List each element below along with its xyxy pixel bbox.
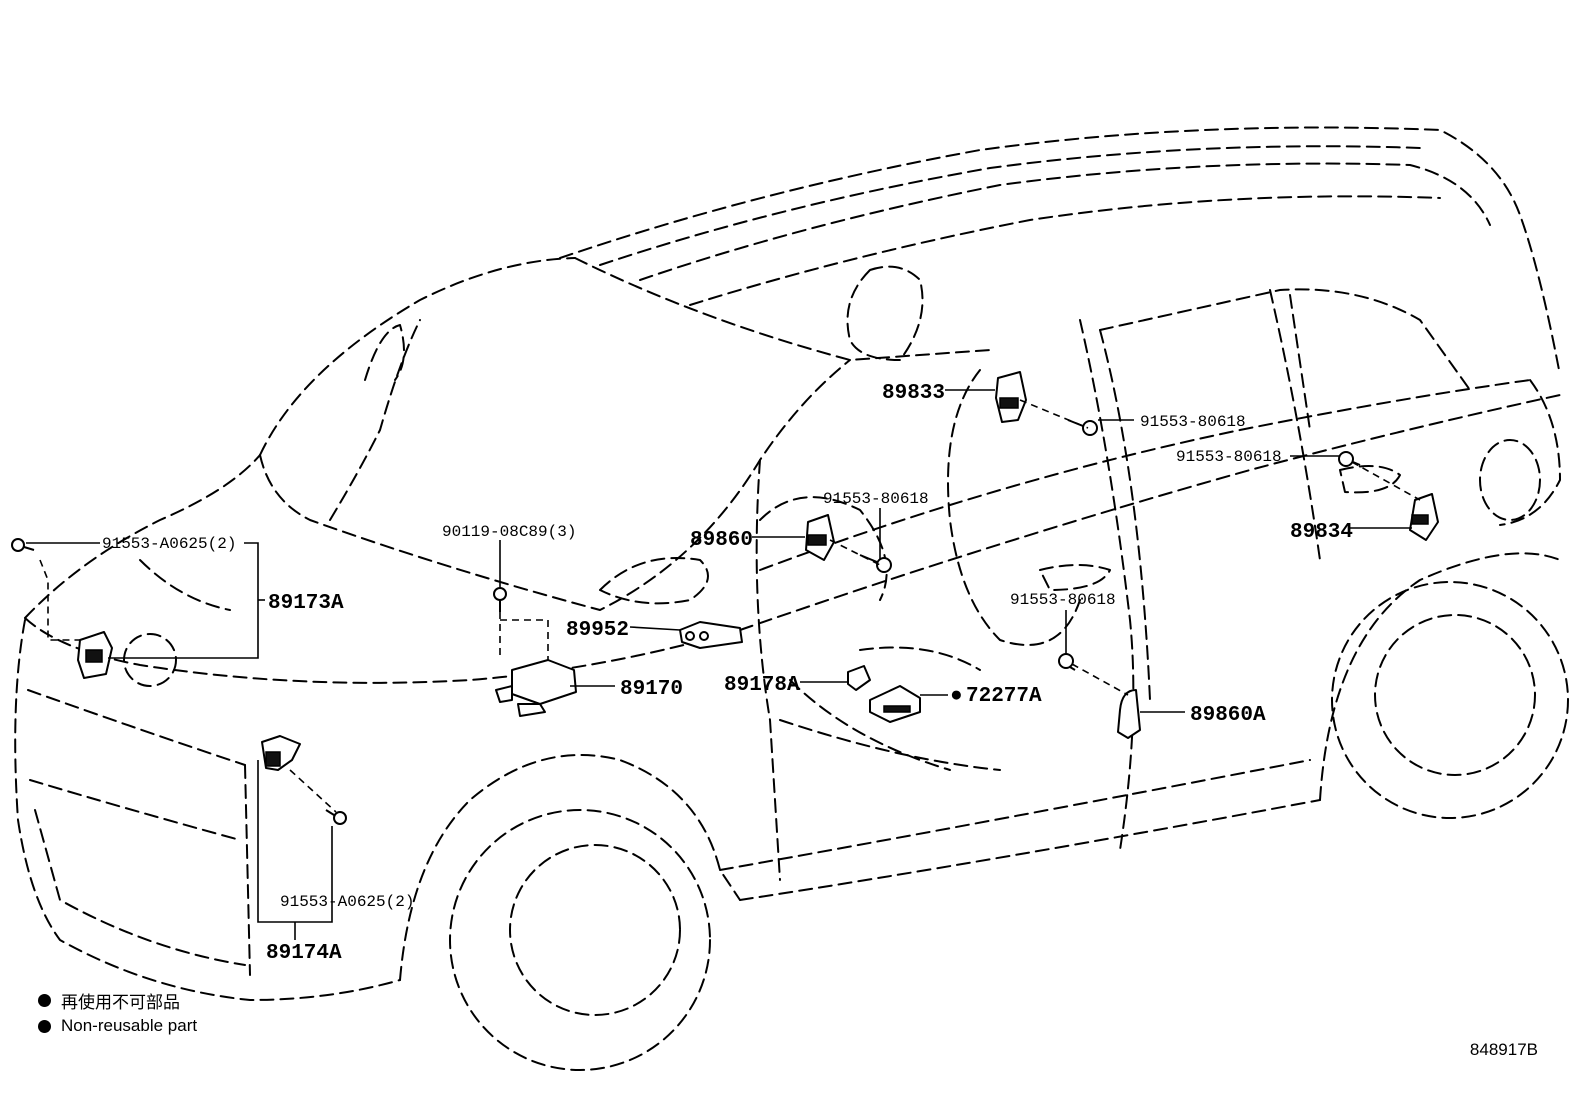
bolt-91553-80618-a — [1067, 419, 1098, 436]
connector-89178A — [847, 665, 871, 691]
front-sensor-89173A — [77, 631, 113, 679]
legend-row-english: Non-reusable part — [38, 1013, 197, 1039]
label-72277A: 72277A — [966, 685, 1042, 708]
label-89173A: 89173A — [268, 592, 344, 615]
legend-row-japanese: 再使用不可部品 — [38, 987, 197, 1013]
label-89952: 89952 — [566, 619, 629, 642]
bolt-91553-A0625-top — [11, 538, 35, 552]
bullet-icon — [38, 1019, 51, 1033]
label-89860: 89860 — [690, 529, 753, 552]
bolt-91553-80618-c — [859, 554, 892, 573]
label-89178A: 89178A — [724, 674, 800, 697]
sensor-89860 — [805, 514, 835, 561]
legend-text-japanese: 再使用不可部品 — [61, 992, 180, 1012]
sensor-89833 — [995, 371, 1027, 423]
label-89170: 89170 — [620, 678, 683, 701]
label-91553-80618-c: 91553-80618 — [823, 490, 929, 508]
bolt-91553-A0625-bottom — [325, 809, 347, 825]
label-89174A: 89174A — [266, 942, 342, 965]
sensor-89860A — [1117, 689, 1141, 739]
car-body-outline — [14, 126, 1569, 1071]
label-90119-08C89: 90119-08C89(3) — [442, 523, 576, 541]
label-91553-A0625-top: 91553-A0625(2) — [102, 535, 236, 553]
sensor-89834 — [1409, 493, 1439, 541]
leader-lines — [26, 389, 1421, 940]
screw-90119 — [493, 587, 507, 612]
label-89860A: 89860A — [1190, 704, 1266, 727]
airbag-ecu-89170 — [495, 659, 577, 717]
sensor-89952 — [679, 621, 743, 649]
bolt-91553-80618-d — [1058, 653, 1076, 671]
part-labels: 89833 91553-80618 91553-80618 89834 9155… — [102, 382, 1353, 965]
label-91553-80618-a: 91553-80618 — [1140, 413, 1246, 431]
diagram-code: 848917B — [1469, 1040, 1538, 1059]
label-91553-A0625-bottom: 91553-A0625(2) — [280, 893, 414, 911]
legend: 再使用不可部品 Non-reusable part — [38, 987, 197, 1039]
legend-text-english: Non-reusable part — [61, 1016, 198, 1035]
non-reusable-marker: ● — [950, 685, 963, 708]
label-91553-80618-b: 91553-80618 — [1176, 448, 1282, 466]
front-sensor-89174A — [261, 735, 301, 771]
bullet-icon — [38, 993, 51, 1007]
label-89833: 89833 — [882, 382, 945, 405]
label-91553-80618-d: 91553-80618 — [1010, 591, 1116, 609]
part-72277A — [869, 685, 921, 723]
label-89834: 89834 — [1290, 521, 1353, 544]
